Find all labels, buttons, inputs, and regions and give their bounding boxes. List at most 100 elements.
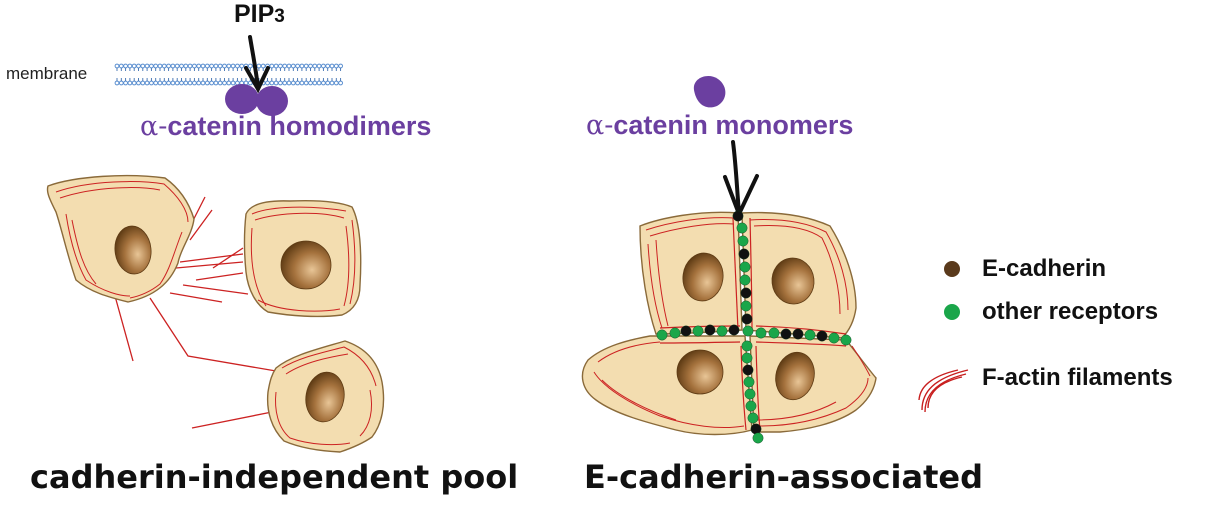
lipid-head	[175, 64, 179, 68]
lipid-head	[304, 81, 308, 85]
lipid-head	[326, 81, 330, 85]
lipid-head	[283, 81, 287, 85]
lipid-head	[330, 81, 334, 85]
lipid-head	[334, 64, 338, 68]
other-receptor	[738, 236, 748, 246]
lipid-head	[223, 81, 227, 85]
other-receptor	[740, 262, 750, 272]
legend-item-other-receptors: other receptors	[944, 298, 1158, 326]
lipid-head	[317, 64, 321, 68]
other-receptor	[742, 341, 752, 351]
lipid-head	[261, 64, 265, 68]
membrane-bilayer	[115, 64, 342, 85]
lipid-head	[330, 64, 334, 68]
lipid-head	[270, 81, 274, 85]
lipid-head	[162, 81, 166, 85]
lipid-head	[322, 81, 326, 85]
lipid-head	[322, 64, 326, 68]
other-receptor	[740, 275, 750, 285]
lipid-head	[291, 64, 295, 68]
lipid-head	[167, 81, 171, 85]
lipid-head	[124, 81, 128, 85]
lipid-head	[154, 81, 158, 85]
lipid-head	[279, 64, 283, 68]
lipid-head	[124, 64, 128, 68]
e-cadherin-receptor	[793, 329, 803, 339]
other-receptor	[748, 413, 758, 423]
e-cadherin-receptor	[733, 211, 743, 221]
f-actin-filament-icon	[919, 370, 968, 412]
lipid-head	[214, 81, 218, 85]
other-receptor	[746, 401, 756, 411]
e-cadherin-dot-icon	[944, 261, 960, 277]
lipid-head	[270, 64, 274, 68]
lipid-head	[167, 64, 171, 68]
lipid-head	[184, 81, 188, 85]
lipid-head	[326, 64, 330, 68]
other-receptor	[742, 353, 752, 363]
lipid-head	[141, 64, 145, 68]
other-receptor	[657, 330, 667, 340]
cell-left-middle	[245, 201, 361, 317]
legend-label: other receptors	[982, 298, 1158, 326]
lipid-head	[218, 81, 222, 85]
other-receptor	[717, 326, 727, 336]
lipid-head	[317, 81, 321, 85]
receptor-dot-icon	[944, 304, 960, 320]
lipid-head	[205, 81, 209, 85]
monomer-label: α-catenin monomers	[586, 110, 853, 141]
other-receptor	[769, 328, 779, 338]
lipid-head	[283, 64, 287, 68]
lipid-head	[119, 81, 123, 85]
other-receptor	[743, 326, 753, 336]
lipid-head	[154, 64, 158, 68]
lipid-head	[334, 81, 338, 85]
lipid-head	[184, 64, 188, 68]
lipid-head	[309, 64, 313, 68]
e-cadherin-receptor	[705, 325, 715, 335]
left-panel-title: cadherin-independent pool	[30, 458, 518, 496]
lipid-head	[218, 64, 222, 68]
lipid-head	[150, 64, 154, 68]
right-panel-title: E-cadherin-associated	[584, 458, 983, 496]
lipid-head	[339, 64, 343, 68]
lipid-head	[115, 64, 119, 68]
other-receptor	[805, 330, 815, 340]
legend-item-f-actin: F-actin filaments	[982, 364, 1173, 392]
other-receptor	[693, 326, 703, 336]
lipid-head	[214, 64, 218, 68]
lipid-head	[193, 81, 197, 85]
lipid-head	[236, 64, 240, 68]
e-cadherin-receptor	[742, 314, 752, 324]
lipid-head	[205, 64, 209, 68]
lipid-head	[180, 64, 184, 68]
other-receptor	[745, 389, 755, 399]
lipid-head	[313, 64, 317, 68]
e-cadherin-receptor	[817, 331, 827, 341]
e-cadherin-receptor	[751, 424, 761, 434]
lipid-head	[197, 64, 201, 68]
lipid-head	[287, 64, 291, 68]
lipid-head	[231, 81, 235, 85]
lipid-head	[171, 64, 175, 68]
legend-label: F-actin filaments	[982, 364, 1173, 392]
lipid-head	[188, 64, 192, 68]
lipid-head	[248, 64, 252, 68]
lipid-head	[231, 64, 235, 68]
lipid-head	[274, 64, 278, 68]
cell-left-top	[47, 176, 194, 302]
lipid-head	[162, 64, 166, 68]
lipid-head	[128, 81, 132, 85]
lipid-head	[339, 81, 343, 85]
catenin-monomer	[694, 76, 726, 107]
lipid-head	[145, 64, 149, 68]
other-receptor	[737, 223, 747, 233]
lipid-head	[227, 64, 231, 68]
lipid-head	[175, 81, 179, 85]
cell-left-bottom	[268, 341, 384, 452]
lipid-head	[257, 64, 261, 68]
lipid-head	[132, 64, 136, 68]
other-receptor	[670, 328, 680, 338]
lipid-head	[210, 64, 214, 68]
lipid-head	[300, 81, 304, 85]
